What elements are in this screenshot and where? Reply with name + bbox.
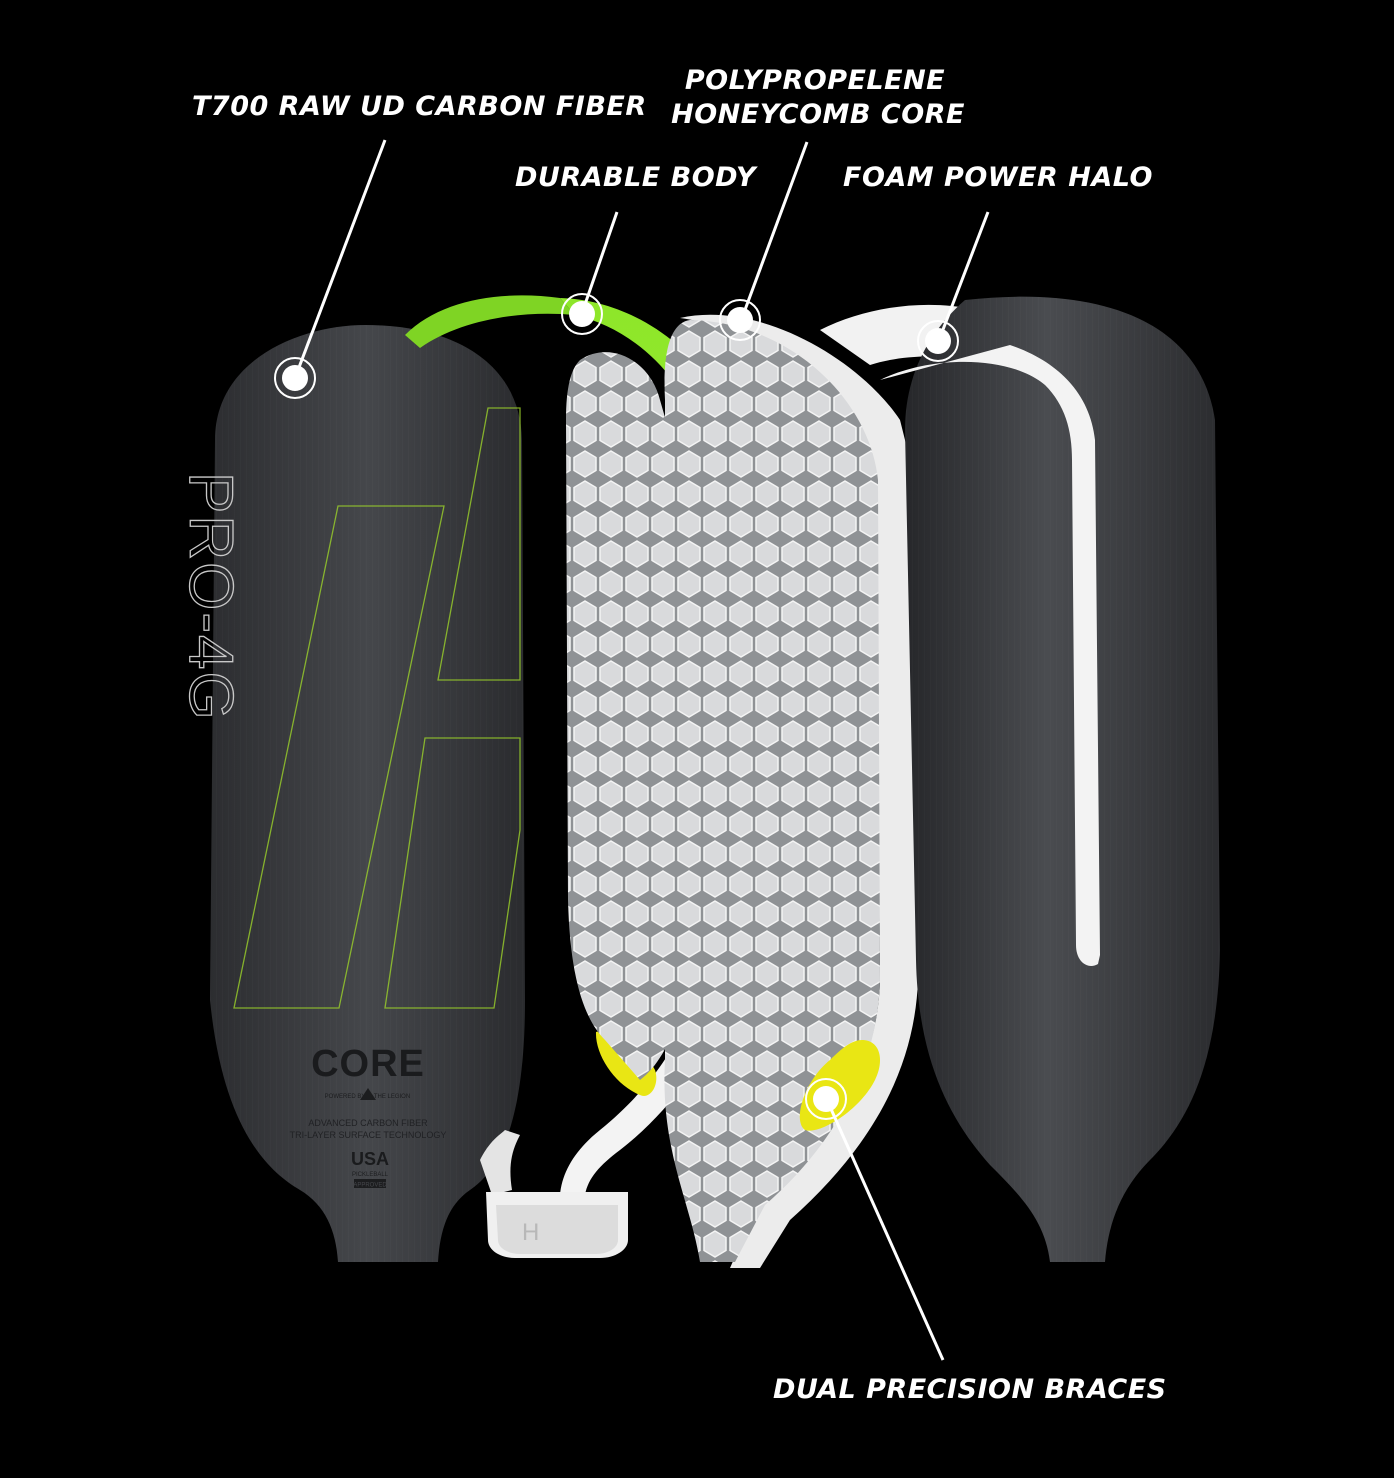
marker-honeycomb-core: [719, 299, 761, 341]
leader-braces: [825, 1099, 945, 1361]
paddle-model-text: PRO-4G: [176, 472, 245, 722]
leader-honeycomb-core: [740, 141, 809, 319]
paddle-brand-text: CORE: [311, 1043, 425, 1085]
label-foam-halo: FOAM POWER HALO: [843, 162, 1153, 193]
paddle-approval-2: APPROVED: [353, 1183, 387, 1189]
paddle-tagline-2: TRI-LAYER SURFACE TECHNOLOGY: [290, 1130, 447, 1140]
marker-braces: [805, 1078, 847, 1120]
label-carbon-fiber: T700 RAW UD CARBON FIBER: [192, 91, 647, 122]
label-core-line-2: HONEYCOMB CORE: [671, 99, 965, 130]
honeycomb-core-panel: [664, 314, 918, 1268]
paddle-approval-1: PICKLEBALL: [352, 1172, 389, 1178]
label-core-line-1: POLYPROPELENE: [684, 65, 946, 96]
label-braces: DUAL PRECISION BRACES: [773, 1374, 1167, 1405]
callout-leader-lines: [293, 139, 990, 1361]
paddle-origin: USA: [351, 1149, 389, 1169]
marker-durable-body: [561, 293, 603, 335]
carbon-fiber-face-panel: PRO-4G CORE POWERED BY THE LEGION ADVANC…: [175, 325, 525, 1262]
paddle-tagline-1: ADVANCED CARBON FIBER: [308, 1118, 428, 1128]
paddle-partner: THE LEGION: [374, 1094, 410, 1100]
approval-badge: [354, 1179, 386, 1188]
callout-markers: [274, 293, 959, 1120]
leader-durable-body: [580, 211, 619, 314]
honeycomb-core-front-slice: [566, 352, 700, 1080]
marker-carbon-fiber: [274, 357, 316, 399]
durable-body-frame: H: [405, 295, 748, 1258]
paddle-face-graphic: [233, 407, 521, 1009]
leader-foam-halo: [937, 211, 990, 341]
label-durable-body: DURABLE BODY: [515, 162, 757, 193]
paddle-powered-by: POWERED BY: [325, 1094, 366, 1100]
legion-logo-icon: [360, 1088, 376, 1100]
handle-logo-icon: H: [522, 1219, 539, 1246]
marker-foam-halo: [917, 320, 959, 362]
carbon-fiber-back-panel: [880, 296, 1220, 1263]
leader-carbon-fiber: [293, 139, 387, 379]
